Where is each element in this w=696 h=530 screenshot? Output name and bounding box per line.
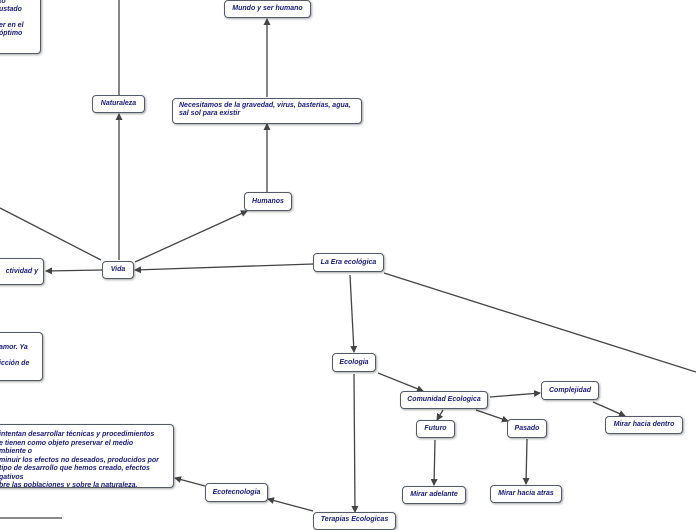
link-vida-offscreen xyxy=(0,207,102,261)
link-comunidad-complejidad xyxy=(489,389,541,398)
link-complejidad-mirar-dentro xyxy=(592,401,626,417)
node-ecotecnologia-description[interactable]: intentan desarrollar técnicas y procedim… xyxy=(0,424,174,488)
node-ecologia[interactable]: Ecologia xyxy=(332,353,376,372)
link-vida-actividad xyxy=(45,267,103,275)
node-complejidad[interactable]: Complejidad xyxy=(541,381,599,400)
node-futuro[interactable]: Futuro xyxy=(416,420,455,438)
node-comunidad-ecologica[interactable]: Comunidad Ecologica xyxy=(400,391,488,409)
link-vida-humanos xyxy=(134,210,248,263)
node-mirar-hacia-dentro[interactable]: Mirar hacia dentro xyxy=(605,416,683,434)
node-mirar-hacia-atras[interactable]: Mirar hacia atras xyxy=(490,485,562,503)
node-actividad-fragment[interactable]: ctividad y xyxy=(0,258,44,285)
node-terapias-ecologicas[interactable]: Terapias Ecologicas xyxy=(313,512,396,530)
link-comunidad-futuro xyxy=(436,409,444,421)
node-mid-left-fragment[interactable]: amor. Ya icción de xyxy=(0,332,43,381)
link-ecologia-comunidad xyxy=(377,372,424,393)
link-era-vida xyxy=(134,263,314,274)
node-humanos[interactable]: Humanos xyxy=(244,192,292,211)
node-necesitamos[interactable]: Necesitamos de la gravedad, virus, baste… xyxy=(172,98,362,124)
link-comunidad-pasado xyxy=(475,409,509,423)
node-pasado[interactable]: Pasado xyxy=(507,419,547,438)
node-top-left-fragment[interactable]: to ustado er en el óptimo xyxy=(0,0,41,54)
node-ecotecnologia[interactable]: Ecotecnologia xyxy=(205,483,268,502)
node-mundo-y-ser-humano[interactable]: Mundo y ser humano xyxy=(224,0,311,18)
link-terapias-ecotecnologia xyxy=(267,497,314,512)
link-ecologia-terapias xyxy=(351,373,359,513)
node-la-era-ecologica[interactable]: La Era ecológica xyxy=(313,253,384,272)
node-mirar-adelante[interactable]: Mirar adelante xyxy=(402,486,466,504)
link-ecotecnologia-desc xyxy=(174,476,206,487)
link-pasado-mirar-atras xyxy=(522,438,530,485)
node-vida[interactable]: Vida xyxy=(102,261,134,279)
node-naturaleza[interactable]: Naturaleza xyxy=(92,95,145,113)
link-futuro-mirar-adelante xyxy=(430,439,438,486)
link-era-ecologia xyxy=(349,274,358,353)
link-era-offscreen xyxy=(383,272,696,373)
